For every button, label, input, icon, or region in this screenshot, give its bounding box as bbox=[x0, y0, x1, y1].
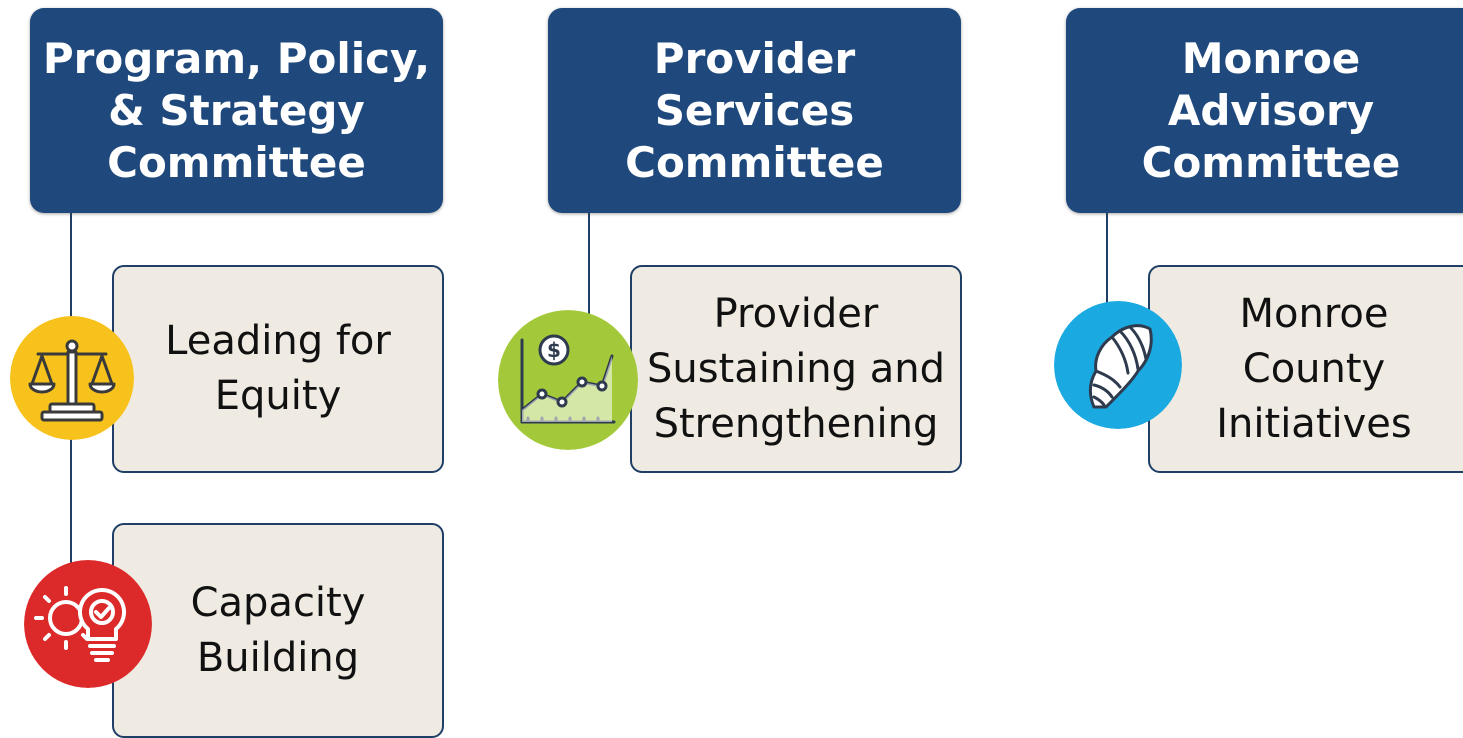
svg-text:$: $ bbox=[547, 338, 561, 362]
initiative-capacity-building: Capacity Building bbox=[112, 523, 444, 738]
scales-of-justice-icon bbox=[10, 316, 134, 440]
initiative-label: Provider Sustaining and Strengthening bbox=[646, 290, 946, 447]
initiative-label: Leading for Equity bbox=[165, 318, 391, 419]
seashell-icon bbox=[1054, 301, 1182, 429]
initiative-leading-for-equity: Leading for Equity bbox=[112, 265, 444, 473]
initiative-provider-sustaining-strengthening: Provider Sustaining and Strengthening bbox=[630, 265, 962, 473]
committee-header-monroe-advisory: Monroe Advisory Committee bbox=[1066, 8, 1463, 213]
initiative-monroe-county: Monroe County Initiatives bbox=[1148, 265, 1463, 473]
committee-header-provider-services: Provider Services Committee bbox=[548, 8, 961, 213]
gear-lightbulb-icon bbox=[24, 560, 152, 688]
initiative-label: Capacity Building bbox=[190, 579, 366, 681]
committee-title: Monroe Advisory Committee bbox=[1141, 33, 1401, 187]
dollar-growth-chart-icon: $ bbox=[498, 310, 638, 450]
connector-line bbox=[1106, 213, 1108, 313]
committee-title: Program, Policy, & Strategy Committee bbox=[42, 33, 431, 187]
connector-line bbox=[588, 213, 590, 323]
initiative-label: Monroe County Initiatives bbox=[1216, 290, 1412, 447]
committee-header-program-policy-strategy: Program, Policy, & Strategy Committee bbox=[30, 8, 443, 213]
committee-title: Provider Services Committee bbox=[625, 33, 884, 187]
